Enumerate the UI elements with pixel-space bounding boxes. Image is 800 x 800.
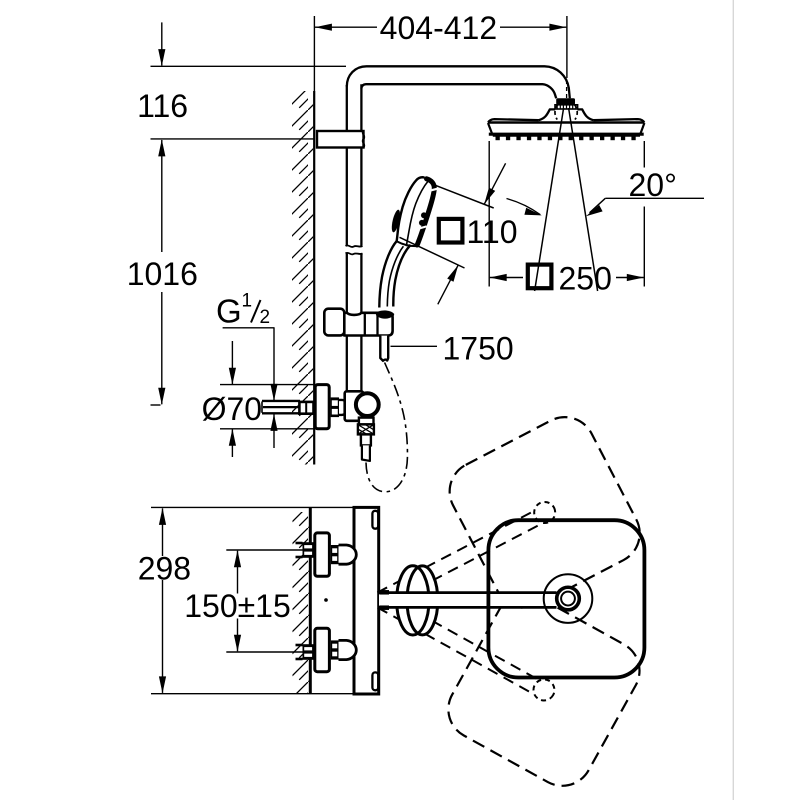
svg-text:404-412: 404-412 xyxy=(380,10,497,46)
svg-text:G: G xyxy=(216,293,242,330)
svg-text:2: 2 xyxy=(260,307,271,328)
svg-text:1: 1 xyxy=(242,291,253,312)
svg-text:150±15: 150±15 xyxy=(184,588,291,624)
svg-text:298: 298 xyxy=(138,551,191,587)
svg-text:250: 250 xyxy=(559,260,612,296)
svg-text:110: 110 xyxy=(467,214,518,250)
svg-text:1750: 1750 xyxy=(443,330,514,366)
svg-text:20°: 20° xyxy=(629,167,677,203)
svg-text:1016: 1016 xyxy=(127,256,198,292)
svg-text:Ø70: Ø70 xyxy=(202,391,262,427)
svg-text:116: 116 xyxy=(137,88,188,124)
